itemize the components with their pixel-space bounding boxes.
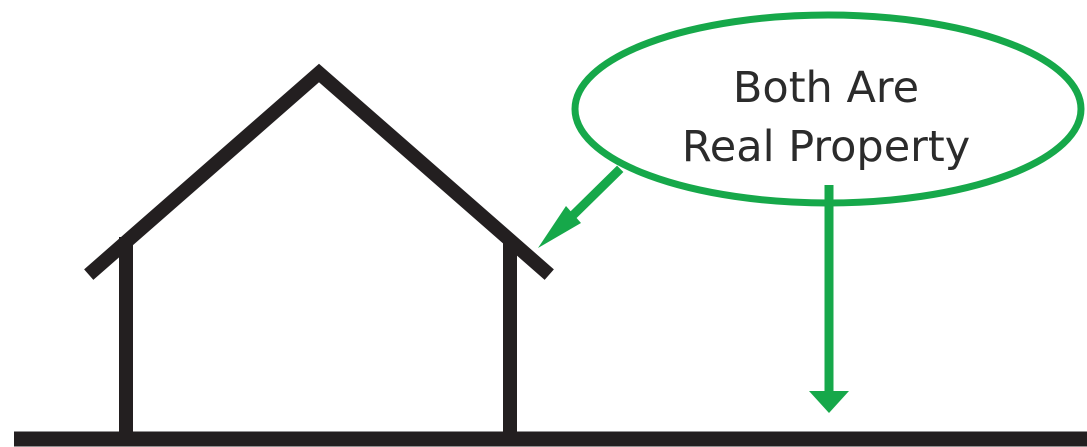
house-roof <box>94 73 544 270</box>
arrow-down-icon <box>809 185 849 413</box>
house-outline-icon <box>94 73 544 433</box>
arrow-down-left-icon <box>538 172 617 248</box>
callout-line-1: Both Are <box>733 63 919 113</box>
arrow-to-land-head <box>809 391 849 413</box>
callout-line-2: Real Property <box>682 122 970 172</box>
